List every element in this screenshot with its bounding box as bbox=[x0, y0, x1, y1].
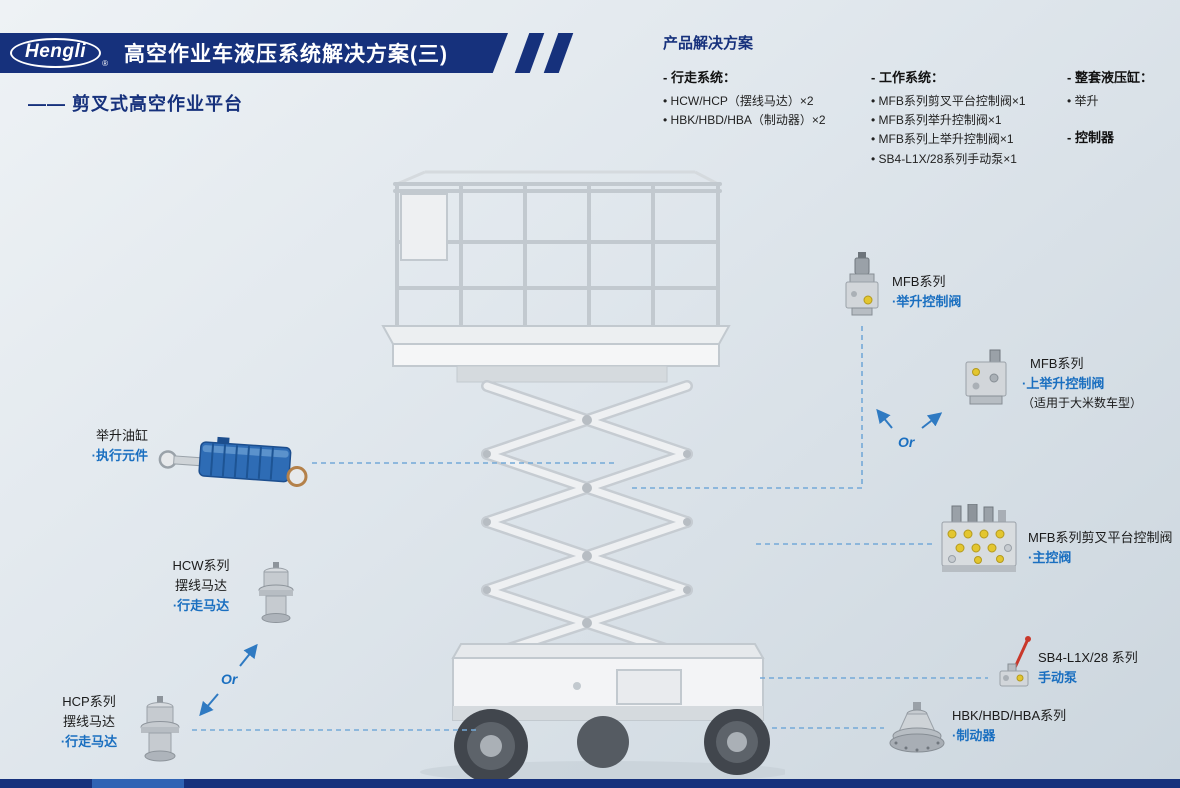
list-item: MFB系列剪叉平台控制阀×1 bbox=[871, 92, 1067, 111]
solutions-column-cylinders: - 整套液压缸： 举升 - 控制器 bbox=[1067, 67, 1177, 169]
page-subtitle: —— 剪叉式高空作业平台 bbox=[28, 94, 244, 114]
mfb-lift-valve-icon bbox=[845, 252, 879, 316]
list-item: 举升 bbox=[1067, 92, 1177, 111]
or-label-right: Or bbox=[898, 434, 915, 450]
component-series: SB4-L1X/28 系列 bbox=[1038, 650, 1138, 665]
component-role: ·行走马达 bbox=[60, 734, 118, 750]
mfb-main-valve-icon bbox=[941, 504, 1017, 572]
component-name: 举升油缸 bbox=[95, 428, 148, 443]
list-item: HCW/HCP（摆线马达）×2 bbox=[663, 92, 871, 111]
component-note: （适用于大米数车型） bbox=[1022, 396, 1143, 411]
brake-icon bbox=[889, 702, 945, 753]
component-series: MFB系列 bbox=[1030, 356, 1084, 371]
component-type: 摆线马达 bbox=[62, 714, 115, 730]
callout-hcw-motor: HCW系列 摆线马达 ·行走马达 bbox=[160, 556, 242, 616]
hengli-logo: Hengli ® bbox=[10, 38, 108, 68]
solutions-panel: 产品解决方案 - 行走系统： HCW/HCP（摆线马达）×2 HBK/HBD/H… bbox=[663, 32, 1178, 169]
component-series: HBK/HBD/HBA系列 bbox=[952, 708, 1067, 723]
component-role: 手动泵 bbox=[1038, 670, 1078, 686]
component-role: ·上举升控制阀 bbox=[1022, 376, 1105, 392]
footer-accent-bar bbox=[92, 779, 184, 788]
component-series: HCP系列 bbox=[62, 694, 116, 709]
header-banner: Hengli ® 高空作业车液压系统解决方案(三) bbox=[0, 33, 508, 73]
mfb-upper-lift-valve-icon bbox=[965, 349, 1007, 405]
hcp-motor-icon bbox=[140, 696, 180, 762]
callout-mfb-upper-lift-valve: MFB系列 ·上举升控制阀 （适用于大米数车型） bbox=[1022, 354, 1142, 413]
column-heading: - 工作系统： bbox=[871, 70, 944, 85]
solutions-column-travel-system: - 行走系统： HCW/HCP（摆线马达）×2 HBK/HBD/HBA（制动器）… bbox=[663, 67, 871, 169]
solutions-title: 产品解决方案 bbox=[663, 35, 754, 52]
solutions-list: HCW/HCP（摆线马达）×2 HBK/HBD/HBA（制动器）×2 bbox=[663, 92, 871, 130]
column-heading: - 整套液压缸： bbox=[1067, 70, 1153, 85]
list-item: HBK/HBD/HBA（制动器）×2 bbox=[663, 111, 871, 130]
solutions-list: MFB系列剪叉平台控制阀×1 MFB系列举升控制阀×1 MFB系列上举升控制阀×… bbox=[871, 92, 1067, 169]
callout-hcp-motor: HCP系列 摆线马达 ·行走马达 bbox=[48, 692, 130, 752]
footer-bar bbox=[0, 779, 1180, 788]
lift-cylinder-icon bbox=[158, 436, 308, 488]
component-series: HCW系列 bbox=[172, 558, 230, 573]
or-arrows-left bbox=[199, 643, 258, 717]
component-role: ·主控阀 bbox=[1028, 550, 1072, 566]
component-role: ·制动器 bbox=[952, 728, 996, 744]
component-series: MFB系列 bbox=[892, 274, 946, 289]
registered-mark-icon: ® bbox=[102, 59, 108, 68]
solutions-column-work-system: - 工作系统： MFB系列剪叉平台控制阀×1 MFB系列举升控制阀×1 MFB系… bbox=[871, 67, 1067, 169]
page-title: 高空作业车液压系统解决方案(三) bbox=[123, 43, 448, 66]
component-type: 摆线马达 bbox=[174, 578, 227, 594]
component-series: MFB系列剪叉平台控制阀 bbox=[1028, 530, 1173, 545]
scissor-lift-illustration bbox=[381, 170, 785, 783]
hcw-motor-icon bbox=[258, 562, 294, 623]
solutions-columns: - 行走系统： HCW/HCP（摆线马达）×2 HBK/HBD/HBA（制动器）… bbox=[663, 67, 1178, 169]
or-label-left: Or bbox=[221, 671, 238, 687]
hengli-logo-text: Hengli bbox=[10, 38, 102, 68]
column-heading-controller: - 控制器 bbox=[1067, 130, 1114, 146]
or-arrows-right bbox=[876, 408, 943, 429]
hand-pump-icon bbox=[999, 636, 1031, 687]
solutions-list: 举升 bbox=[1067, 92, 1177, 111]
callout-lift-cylinder: 举升油缸 ·执行元件 bbox=[48, 426, 148, 466]
component-role: ·行走马达 bbox=[172, 598, 230, 614]
list-item: SB4-L1X/28系列手动泵×1 bbox=[871, 150, 1067, 169]
list-item: MFB系列举升控制阀×1 bbox=[871, 111, 1067, 130]
list-item: MFB系列上举升控制阀×1 bbox=[871, 130, 1067, 149]
component-role: ·执行元件 bbox=[91, 448, 148, 464]
callout-brake: HBK/HBD/HBA系列 ·制动器 bbox=[952, 706, 1066, 746]
callout-hand-pump: SB4-L1X/28 系列 手动泵 bbox=[1038, 648, 1138, 688]
callout-mfb-lift-valve: MFB系列 ·举升控制阀 bbox=[892, 272, 961, 312]
component-role: ·举升控制阀 bbox=[892, 294, 962, 310]
column-heading: - 行走系统： bbox=[663, 70, 736, 85]
callout-mfb-main-valve: MFB系列剪叉平台控制阀 ·主控阀 bbox=[1028, 528, 1172, 568]
